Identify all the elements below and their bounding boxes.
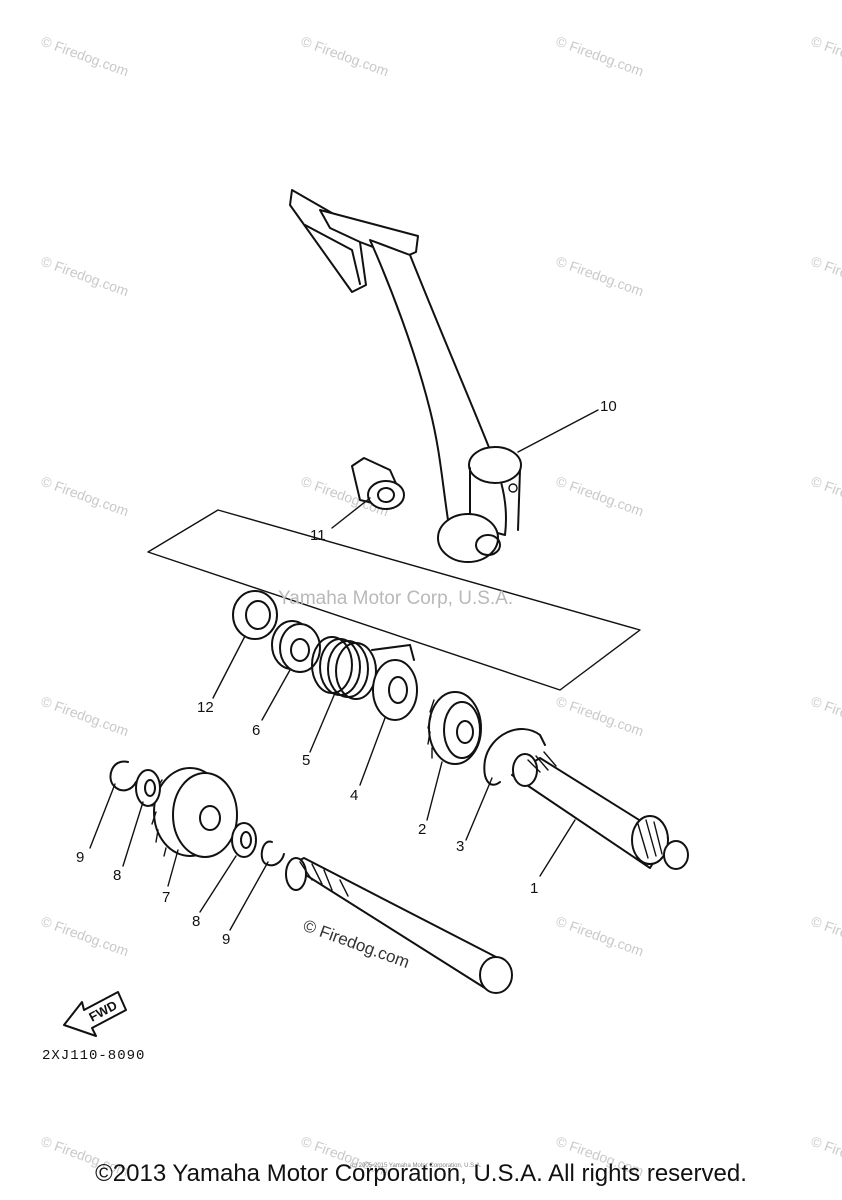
watermark: © Firedog.com bbox=[809, 913, 842, 960]
callout-8-left: 8 bbox=[113, 867, 121, 884]
washer-8-right bbox=[231, 822, 257, 858]
copyright-footer: ©2013 Yamaha Motor Corporation, U.S.A. A… bbox=[95, 1160, 747, 1187]
torsion-spring bbox=[311, 636, 415, 700]
callout-8-right: 8 bbox=[192, 913, 200, 930]
kick-pedal bbox=[289, 189, 367, 293]
center-watermark: Yamaha Motor Corp, U.S.A. bbox=[278, 588, 513, 609]
callout-7: 7 bbox=[162, 889, 170, 906]
callout-6: 6 bbox=[252, 722, 260, 739]
watermark: © Firedog.com bbox=[809, 33, 842, 80]
idle-gear bbox=[151, 767, 238, 858]
oil-seal bbox=[232, 590, 278, 640]
watermark: © Firedog.com bbox=[39, 253, 131, 300]
callout-3: 3 bbox=[456, 838, 464, 855]
watermark: © Firedog.com bbox=[39, 33, 131, 80]
ratchet-wheel bbox=[427, 691, 482, 765]
callout-11: 11 bbox=[310, 527, 326, 544]
drive-shaft bbox=[285, 857, 513, 994]
watermark: © Firedog.com bbox=[809, 693, 842, 740]
watermark: © Firedog.com bbox=[39, 473, 131, 520]
callout-1: 1 bbox=[530, 880, 538, 897]
spring-guide bbox=[271, 620, 321, 673]
leader-lines bbox=[89, 409, 599, 931]
nut bbox=[351, 457, 405, 510]
circlip-9-right bbox=[260, 840, 285, 867]
watermark: © Firedog.com bbox=[299, 33, 391, 80]
watermark: © Firedog.com bbox=[554, 33, 646, 80]
tiny-copyright-note: (c) 2005-2015 Yamaha Motor Corporation, … bbox=[350, 1163, 482, 1169]
watermark: © Firedog.com bbox=[809, 473, 842, 520]
watermark: © Firedog.com bbox=[554, 473, 646, 520]
callout-12: 12 bbox=[197, 699, 214, 716]
callout-9-left: 9 bbox=[76, 849, 84, 866]
watermark: © Firedog.com bbox=[809, 253, 842, 300]
assembly-boundary bbox=[147, 509, 641, 691]
watermark: © Firedog.com bbox=[39, 693, 131, 740]
callout-2: 2 bbox=[418, 821, 426, 838]
kick-crank bbox=[289, 189, 522, 563]
callout-10: 10 bbox=[600, 398, 617, 415]
watermark: © Firedog.com bbox=[39, 913, 131, 960]
watermark: © Firedog.com bbox=[554, 253, 646, 300]
circlip bbox=[483, 728, 546, 786]
callout-9-right: 9 bbox=[222, 931, 230, 948]
callout-5: 5 bbox=[302, 752, 310, 769]
washer-8-left bbox=[135, 769, 161, 807]
washer-4 bbox=[372, 659, 418, 721]
fwd-arrow-icon: FWD bbox=[63, 991, 127, 1037]
callouts: 1 2 3 4 5 6 7 8 9 10 11 12 8 9 bbox=[76, 398, 617, 948]
watermark: © Firedog.com bbox=[554, 693, 646, 740]
callout-4: 4 bbox=[350, 787, 358, 804]
diagram-code: 2XJ110-8090 bbox=[42, 1048, 145, 1064]
watermark: © Firedog.com bbox=[554, 913, 646, 960]
kick-shaft bbox=[511, 751, 689, 870]
